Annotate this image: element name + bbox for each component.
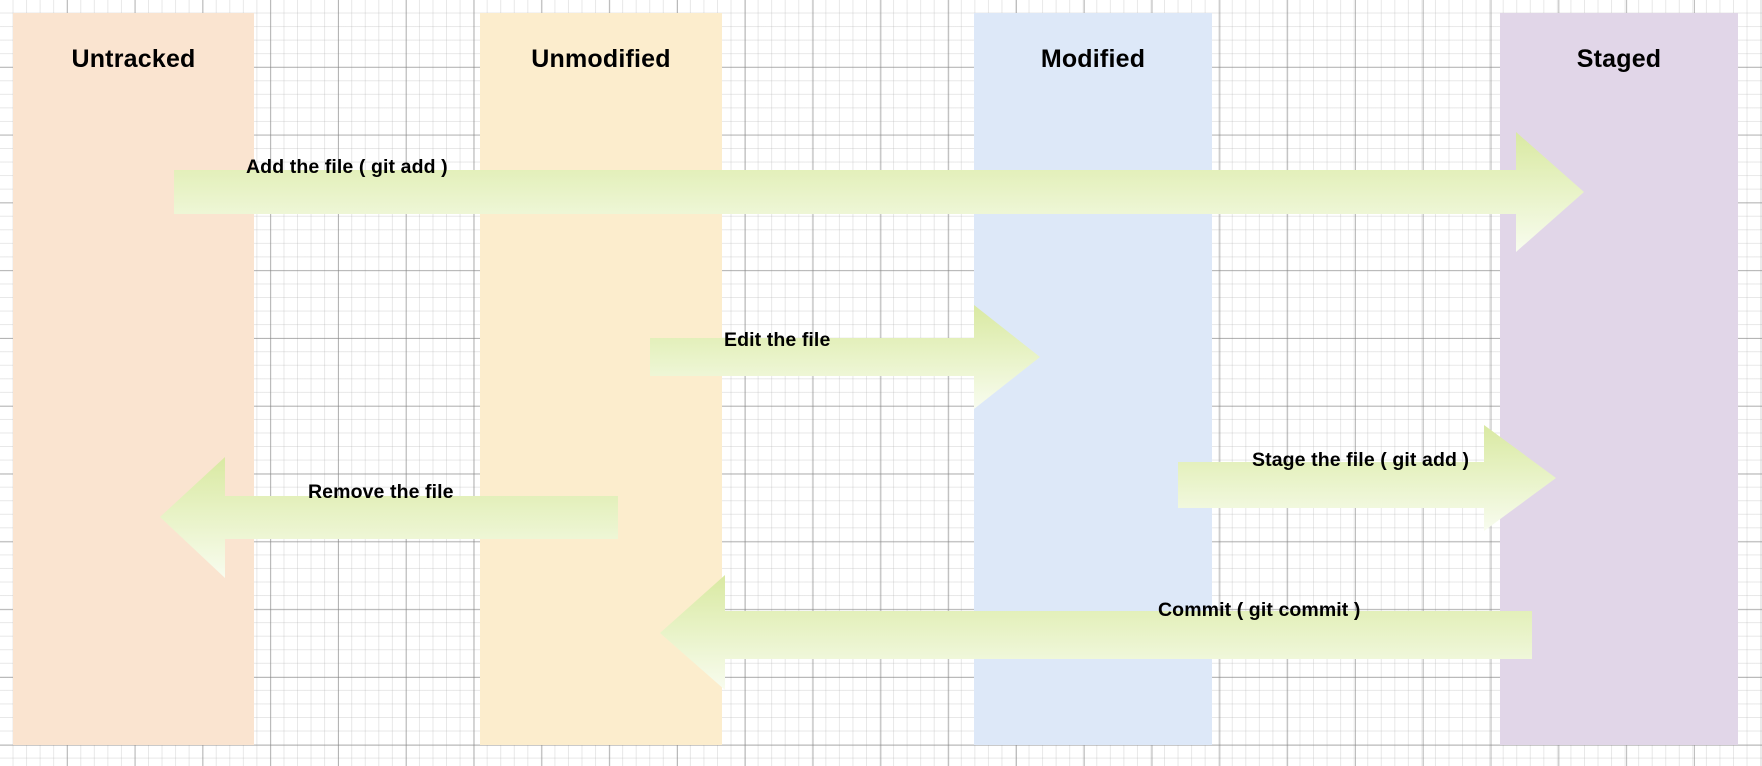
arrow-commit-label: Commit ( git commit ) [1158, 599, 1361, 621]
arrow-commit: Commit ( git commit ) [660, 575, 1532, 690]
state-column-untracked-title: Untracked [71, 45, 196, 73]
arrow-remove-the-file-shape [160, 457, 618, 578]
arrow-add-the-file: Add the file ( git add ) [174, 132, 1584, 252]
arrow-commit-shape [660, 575, 1532, 690]
arrow-stage-the-file: Stage the file ( git add ) [1178, 425, 1556, 531]
state-column-unmodified: Unmodified [480, 13, 722, 745]
arrow-edit-the-file-label: Edit the file [724, 329, 831, 351]
arrow-stage-the-file-label: Stage the file ( git add ) [1252, 449, 1470, 471]
state-column-staged-title: Staged [1576, 45, 1662, 73]
arrow-edit-the-file-shape [650, 305, 1040, 409]
state-column-staged: Staged [1500, 13, 1738, 745]
arrow-remove-the-file: Remove the file [160, 457, 618, 578]
arrow-add-the-file-shape [174, 132, 1584, 252]
arrow-remove-the-file-label: Remove the file [308, 481, 454, 503]
state-column-untracked: Untracked [13, 13, 254, 745]
arrow-edit-the-file: Edit the file [650, 305, 1040, 409]
state-column-unmodified-title: Unmodified [531, 45, 671, 73]
state-column-modified-title: Modified [1040, 45, 1146, 73]
arrow-add-the-file-label: Add the file ( git add ) [246, 156, 448, 178]
arrow-stage-the-file-shape [1178, 425, 1556, 531]
